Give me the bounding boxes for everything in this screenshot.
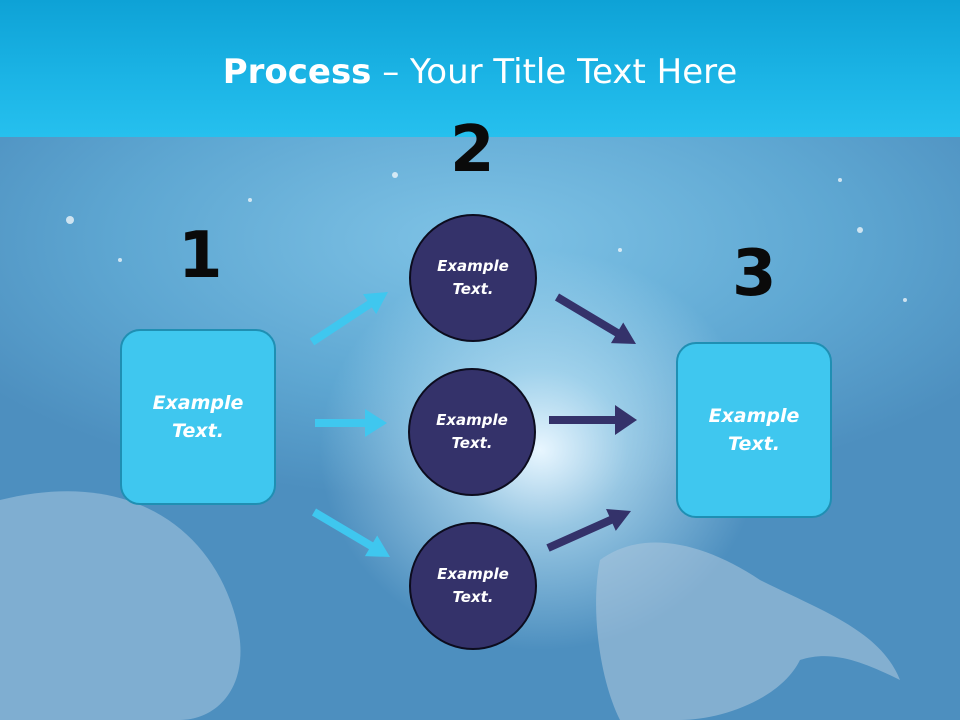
step-3-box: Example Text. bbox=[676, 342, 832, 518]
step-2-circle-top: Example Text. bbox=[409, 214, 537, 342]
arrow-1-to-bottom bbox=[311, 508, 390, 557]
title-bold: Process bbox=[222, 52, 372, 92]
step-number-1: 1 bbox=[178, 219, 223, 293]
arrow-bottom-to-3 bbox=[546, 508, 631, 552]
arrow-1-to-top bbox=[309, 292, 388, 346]
arrow-top-to-3 bbox=[554, 293, 636, 344]
step-number-2: 2 bbox=[450, 113, 495, 187]
title-rest: – Your Title Text Here bbox=[371, 52, 738, 92]
step-3-text: Example Text. bbox=[708, 404, 800, 456]
step-2-circle-middle: Example Text. bbox=[408, 368, 536, 496]
circle-bottom-text: Example Text. bbox=[437, 564, 509, 606]
slide-title: Process – Your Title Text Here bbox=[0, 52, 960, 92]
step-number-3: 3 bbox=[732, 237, 777, 311]
title-bar bbox=[0, 0, 960, 137]
circle-top-text: Example Text. bbox=[437, 256, 509, 298]
arrow-1-to-middle bbox=[315, 409, 387, 437]
circle-middle-text: Example Text. bbox=[436, 410, 508, 452]
step-2-circle-bottom: Example Text. bbox=[409, 522, 537, 650]
step-1-box: Example Text. bbox=[120, 329, 276, 505]
step-1-text: Example Text. bbox=[152, 391, 244, 443]
arrow-middle-to-3 bbox=[549, 405, 637, 435]
